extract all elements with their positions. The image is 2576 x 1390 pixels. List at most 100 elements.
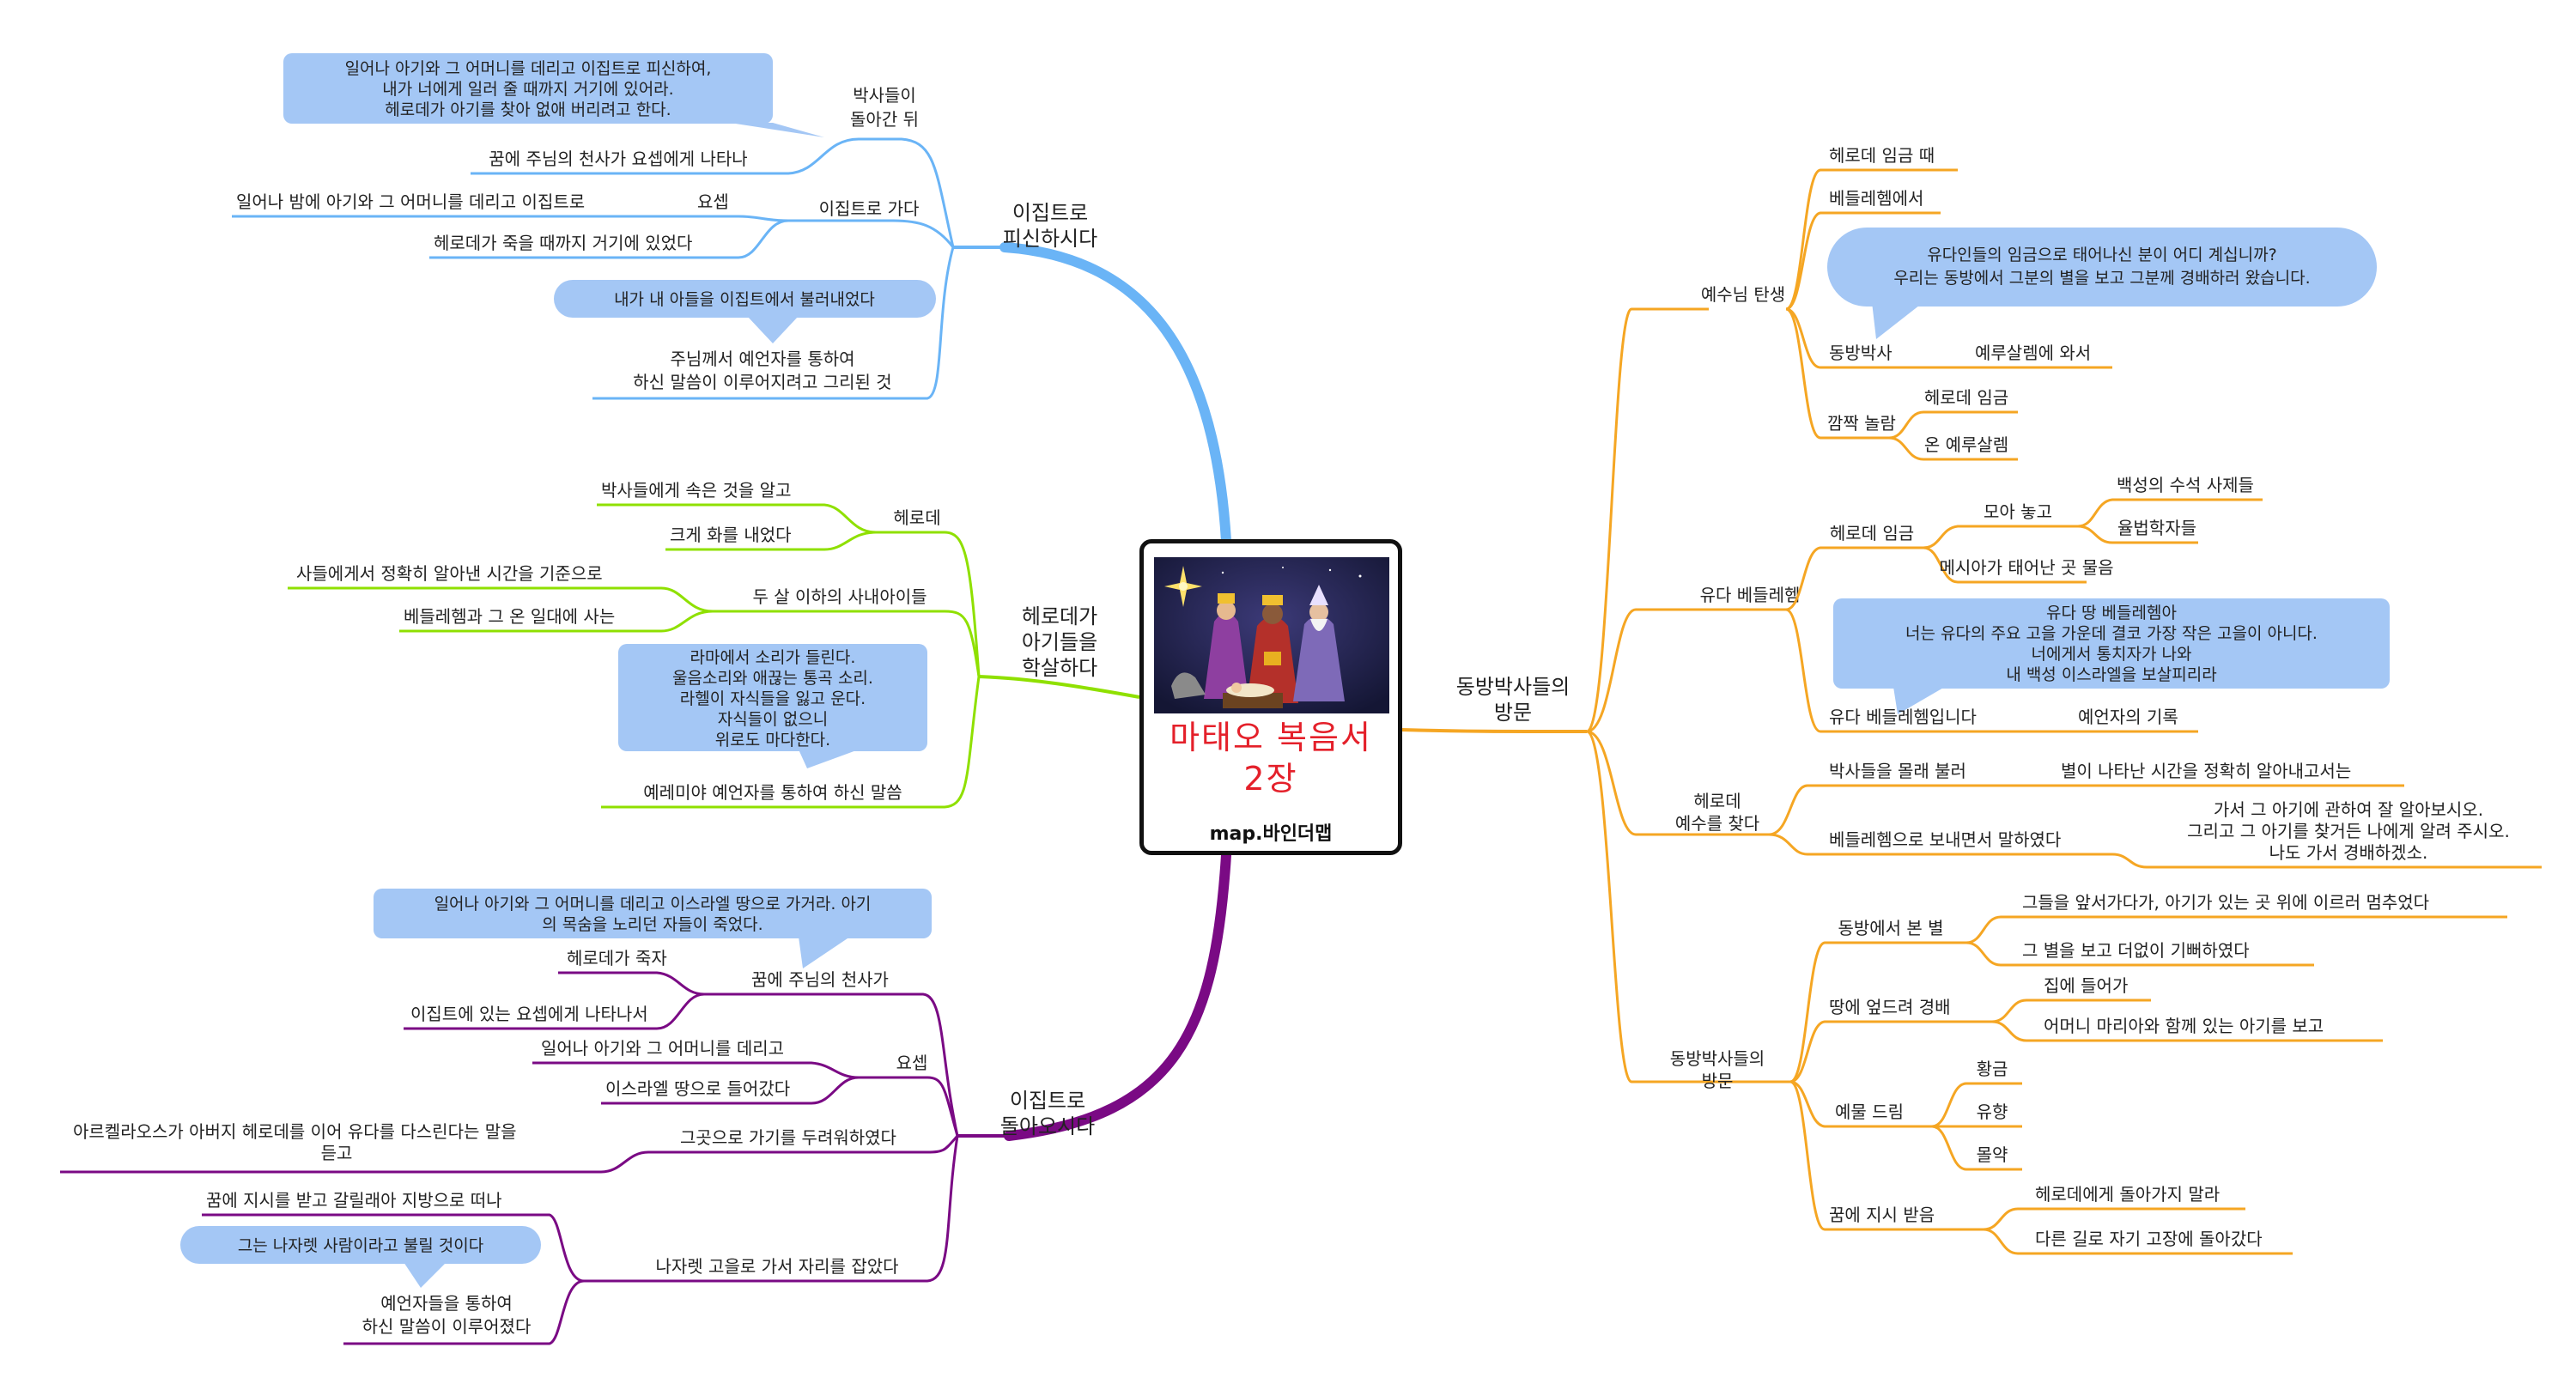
topic-return: 이집트로 돌아오시다 일어나 아기와 그 어머니를 데리고 이스라엘 땅으로 가… bbox=[60, 889, 1095, 1345]
magi-left-1: 박사들이 bbox=[853, 85, 916, 106]
judea-title: 유다 베들레헴 bbox=[1700, 585, 1801, 605]
entered-israel: 이스라엘 땅으로 들어갔다 bbox=[605, 1078, 790, 1099]
magi-question-2: 우리는 동방에서 그분의 별을 보고 그분께 경배하러 왔습니다. bbox=[1893, 269, 2310, 288]
return-angel-note bbox=[374, 889, 932, 938]
egypt-flee-title-1: 이집트로 bbox=[1012, 201, 1088, 225]
return-note-2: 의 목숨을 노리던 자들이 죽었다. bbox=[542, 915, 762, 934]
massacre-title-3: 학살하다 bbox=[1022, 656, 1097, 680]
nazarene-note bbox=[180, 1226, 541, 1264]
rama-note-1: 라마에서 소리가 들린다. bbox=[690, 648, 856, 667]
birth-title: 예수님 탄생 bbox=[1701, 284, 1785, 305]
topic-egypt-flee: 이집트로 피신하시다 박사들이 돌아간 뒤 꿈에 주님의 천사가 요셉에게 나타… bbox=[232, 53, 1097, 400]
herod-words-3: 나도 가서 경배하겠소. bbox=[2269, 842, 2428, 863]
return-title-2: 돌아오시다 bbox=[1000, 1114, 1095, 1138]
prophets-2: 하신 말씀이 이루어졌다 bbox=[362, 1316, 532, 1337]
star-from-east: 동방에서 본 별 bbox=[1838, 918, 1943, 938]
star-of-bethlehem-icon bbox=[1164, 566, 1202, 607]
gift-gold: 황금 bbox=[1977, 1059, 2008, 1079]
magi-note-3: 헤로데가 아기를 찾아 없애 버리려고 한다. bbox=[385, 100, 671, 119]
branch-magi bbox=[1401, 728, 1588, 733]
topic-massacre: 헤로데가 아기들을 학살하다 헤로데 박사들에게 속은 것을 알고 크게 화를 … bbox=[288, 480, 1097, 809]
until-herod-death: 헤로데가 죽을 때까지 거기에 있었다 bbox=[434, 233, 692, 253]
egypt-flee-title-2: 피신하시다 bbox=[1003, 227, 1097, 251]
asked-messiah: 메시아가 태어난 곳 물음 bbox=[1939, 557, 2113, 578]
joseph-label: 요셉 bbox=[697, 191, 729, 212]
magi-left-2: 돌아간 뒤 bbox=[850, 109, 919, 130]
other-road-home: 다른 길로 자기 고장에 돌아갔다 bbox=[2035, 1229, 2263, 1249]
prophets-1: 예언자들을 통하여 bbox=[380, 1293, 513, 1314]
gifts: 예물 드림 bbox=[1835, 1102, 1904, 1122]
gift-myrrh: 몰약 bbox=[1977, 1144, 2008, 1165]
branch-massacre bbox=[978, 675, 1140, 699]
deceived: 박사들에게 속은 것을 알고 bbox=[601, 480, 791, 501]
birth-where: 베들레헴에서 bbox=[1829, 188, 1923, 209]
visit-title-2: 방문 bbox=[1702, 1071, 1734, 1091]
herod-label: 헤로데 bbox=[893, 507, 940, 528]
bethlehem-note-4: 내 백성 이스라엘을 보살피리라 bbox=[2006, 665, 2216, 684]
brand-label: map.바인더맵 bbox=[1209, 823, 1333, 845]
herod-words-2: 그리고 그 아기를 찾거든 나에게 알려 주시오. bbox=[2187, 821, 2510, 841]
entered-house: 집에 들어가 bbox=[2044, 975, 2128, 996]
rise-take-child: 일어나 아기와 그 어머니를 데리고 bbox=[541, 1038, 784, 1059]
bethlehem-note-1: 유다 땅 베들레헴아 bbox=[2046, 604, 2177, 622]
rise-night: 일어나 밤에 아기와 그 어머니를 데리고 이집트로 bbox=[236, 191, 585, 212]
settled-nazareth: 나자렛 고을로 가서 자리를 잡았다 bbox=[655, 1256, 898, 1277]
magi-label: 동방박사 bbox=[1829, 343, 1893, 363]
fulfil-1: 주님께서 예언자를 통하여 bbox=[670, 349, 854, 369]
search-title-2: 예수를 찾다 bbox=[1675, 813, 1759, 834]
angel-in-dream: 꿈에 주님의 천사가 bbox=[751, 969, 889, 990]
map-title-line2: 2장 bbox=[1243, 760, 1298, 798]
to-galilee: 꿈에 지시를 받고 갈릴래아 지방으로 떠나 bbox=[206, 1190, 502, 1211]
star-led: 그들을 앞서가다가, 아기가 있는 곳 위에 이르러 멈추었다 bbox=[2022, 892, 2429, 913]
rama-note-2: 울음소리와 애끊는 통곡 소리. bbox=[672, 669, 873, 688]
gift-frankincense: 유향 bbox=[1977, 1102, 2008, 1122]
startled: 깜짝 놀람 bbox=[1827, 413, 1896, 434]
return-note-1: 일어나 아기와 그 어머니를 데리고 이스라엘 땅으로 가거라. 아기 bbox=[434, 895, 872, 914]
dream-warning: 꿈에 지시 받음 bbox=[1829, 1205, 1935, 1225]
herod-died: 헤로데가 죽자 bbox=[567, 948, 667, 968]
rama-note-4: 자식들이 없으니 bbox=[718, 710, 828, 729]
magi-figures-icon bbox=[1204, 585, 1345, 703]
nazarene-note-text: 그는 나자렛 사람이라고 불릴 것이다 bbox=[238, 1236, 483, 1255]
great-joy: 그 별을 보고 더없이 기뻐하였다 bbox=[2022, 940, 2250, 961]
prophet-record: 예언자의 기록 bbox=[2078, 707, 2178, 727]
herod-king: 헤로데 임금 bbox=[1924, 387, 2008, 408]
magi-title-1: 동방박사들의 bbox=[1456, 675, 1570, 699]
afraid-to-go: 그곳으로 가기를 두려워하였다 bbox=[680, 1127, 896, 1148]
fulfil-2: 하신 말씀이 이루어지려고 그리된 것 bbox=[633, 372, 891, 392]
exact-star-time: 별이 나타난 시간을 정확히 알아내고서는 bbox=[2061, 761, 2351, 781]
branch-return bbox=[1004, 850, 1231, 1141]
judea-king: 헤로데 임금 bbox=[1830, 523, 1914, 543]
nativity-illustration bbox=[1154, 557, 1389, 713]
rama-note-5: 위로도 마다한다. bbox=[715, 731, 830, 750]
joseph-return: 요셉 bbox=[896, 1053, 928, 1073]
archelaus-1: 아르켈라오스가 아버지 헤로데를 이어 유다를 다스린다는 말을 bbox=[73, 1121, 517, 1142]
chief-priests: 백성의 수석 사제들 bbox=[2117, 475, 2254, 495]
search-title-1: 헤로데 bbox=[1693, 791, 1741, 811]
rama-note bbox=[618, 644, 927, 751]
magi-title-2: 방문 bbox=[1494, 701, 1532, 725]
map-title-line1: 마태오 복음서 bbox=[1170, 719, 1372, 756]
visit-title-1: 동방박사들의 bbox=[1670, 1048, 1765, 1069]
not-return-herod: 헤로데에게 돌아가지 말라 bbox=[2035, 1184, 2220, 1205]
gathered: 모아 놓고 bbox=[1984, 501, 2052, 522]
came-jerusalem: 예루살렘에 와서 bbox=[1975, 343, 2091, 363]
prophecy-note bbox=[554, 280, 936, 318]
archelaus-2: 듣고 bbox=[321, 1143, 353, 1163]
topic-magi: 동방박사들의 방문 예수님 탄생 헤로데 임금 때 베들레헴에서 유다인들의 임… bbox=[1456, 145, 2542, 1255]
magi-question-1: 유다인들의 임금으로 태어나신 분이 어디 계십니까? bbox=[1927, 246, 2276, 264]
sent-to-bethlehem: 베들레헴으로 보내면서 말하였다 bbox=[1829, 829, 2061, 850]
magi-note-1: 일어나 아기와 그 어머니를 데리고 이집트로 피신하여, bbox=[345, 59, 712, 78]
secretly-called: 박사들을 몰래 불러 bbox=[1829, 761, 1966, 781]
all-jerusalem: 온 예루살렘 bbox=[1924, 434, 2008, 455]
birth-when: 헤로데 임금 때 bbox=[1829, 145, 1935, 166]
magi-note-2: 내가 너에게 일러 줄 때까지 거기에 있어라. bbox=[382, 80, 673, 99]
map-title: 마태오 복음서 2장 bbox=[1144, 717, 1398, 799]
jeremiah: 예레미야 예언자를 통하여 하신 말씀 bbox=[643, 782, 902, 803]
bethlehem-note-3: 너에게서 통치자가 나와 bbox=[2032, 645, 2192, 664]
saw-mary-child: 어머니 마리아와 함께 있는 아기를 보고 bbox=[2044, 1016, 2324, 1036]
manger-icon bbox=[1171, 672, 1283, 708]
bethlehem-region: 베들레헴과 그 온 일대에 사는 bbox=[404, 606, 615, 627]
